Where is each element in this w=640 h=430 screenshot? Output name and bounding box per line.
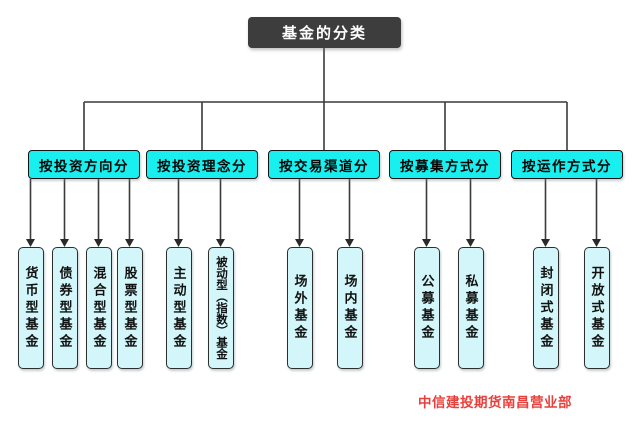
leaf-node-passive-index-fund: 被动型（指数）基金 (208, 247, 234, 369)
arrowhead-icon (466, 239, 475, 247)
leaf-node-hybrid-fund: 混合型基金 (86, 247, 112, 369)
leaf-node-money-fund: 货币型基金 (18, 247, 44, 369)
arrowhead-icon (60, 239, 69, 247)
category-node-investment-direction: 按投资方向分 (28, 150, 140, 179)
arrowhead-icon (422, 239, 431, 247)
leaf-node-closed-end-fund: 封闭式基金 (533, 247, 559, 369)
arrowhead-icon (26, 239, 35, 247)
leaf-node-exchange-fund: 场内基金 (337, 247, 363, 369)
arrowhead-icon (125, 239, 134, 247)
leaf-node-bond-fund: 债券型基金 (52, 247, 78, 369)
arrowhead-icon (216, 239, 225, 247)
leaf-node-public-fund: 公募基金 (414, 247, 440, 369)
arrowhead-icon (592, 239, 601, 247)
arrowhead-icon (295, 239, 304, 247)
arrowheads (26, 239, 601, 247)
arrowhead-icon (345, 239, 354, 247)
arrowhead-icon (174, 239, 183, 247)
category-node-operation-mode: 按运作方式分 (511, 150, 623, 179)
leaf-node-private-fund: 私募基金 (458, 247, 484, 369)
leaf-node-equity-fund: 股票型基金 (117, 247, 143, 369)
leaf-node-active-fund: 主动型基金 (166, 247, 192, 369)
arrowhead-icon (541, 239, 550, 247)
category-node-investment-philosophy: 按投资理念分 (146, 150, 258, 179)
root-node-fund-classification: 基金的分类 (248, 17, 401, 48)
watermark-text: 中信建投期货南昌营业部 (418, 395, 572, 410)
leaf-node-otc-fund: 场外基金 (287, 247, 313, 369)
category-node-fundraising-method: 按募集方式分 (389, 150, 501, 179)
tree-branch-lines (29, 48, 598, 240)
arrowhead-icon (94, 239, 103, 247)
leaf-node-open-end-fund: 开放式基金 (584, 247, 610, 369)
category-node-trading-channel: 按交易渠道分 (268, 150, 380, 179)
